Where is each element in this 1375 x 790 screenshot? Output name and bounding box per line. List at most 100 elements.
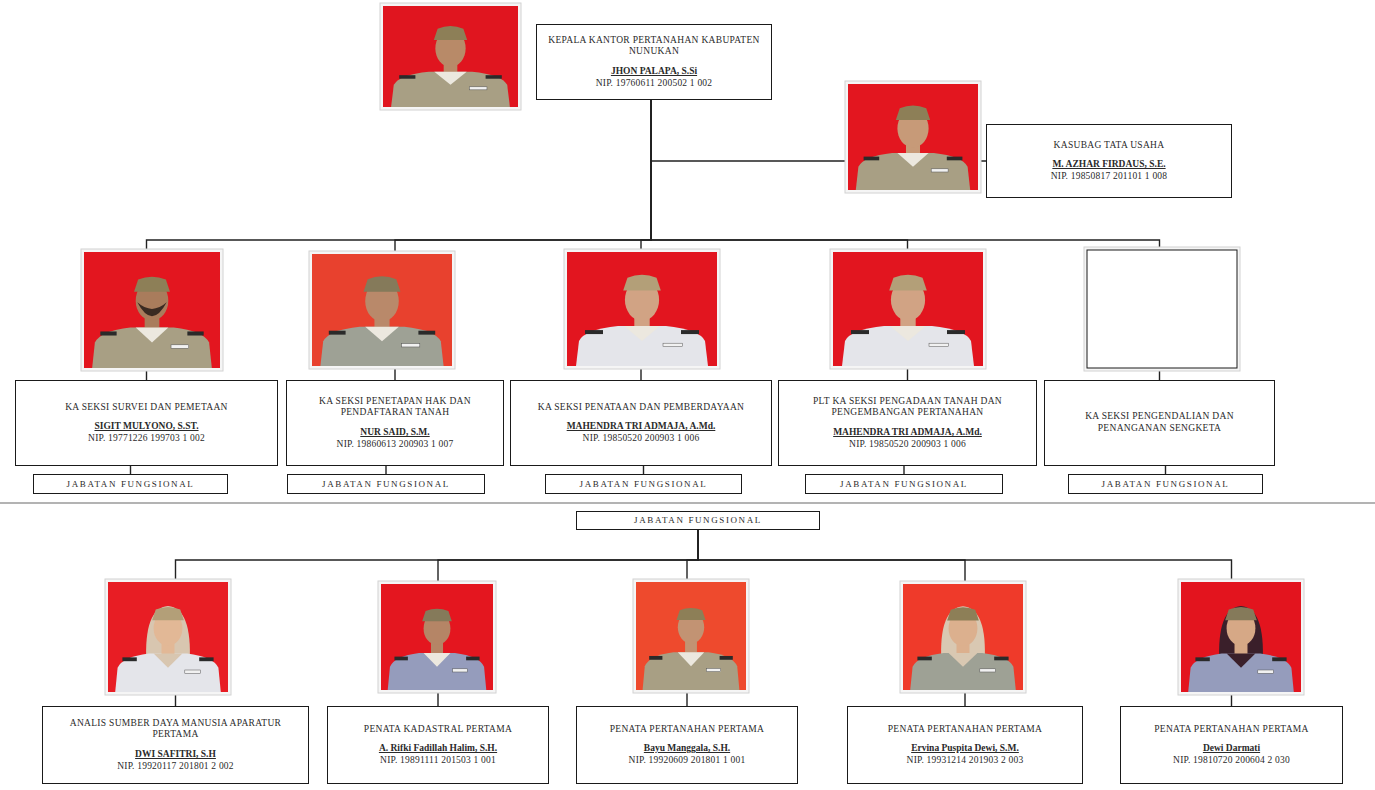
org-connector bbox=[698, 530, 1232, 706]
org-connector bbox=[643, 466, 644, 474]
section-box: KA SEKSI PENETAPAN HAK DAN PENDAFTARAN T… bbox=[286, 380, 504, 466]
photo-frame bbox=[1178, 579, 1304, 695]
function-box: JABATAN FUNGSIONAL bbox=[1068, 474, 1263, 494]
garrison-cap bbox=[896, 106, 930, 120]
position-title: JABATAN FUNGSIONAL bbox=[1102, 479, 1230, 490]
photo-frame bbox=[845, 81, 981, 193]
position-title: KASUBAG TATA USAHA bbox=[1054, 140, 1165, 152]
employee-id: NIP. 19771226 199703 1 002 bbox=[88, 433, 205, 445]
photo-frame bbox=[564, 249, 720, 369]
official-name: SIGIT MULYONO, S.ST. bbox=[94, 421, 198, 433]
section-box: KA SEKSI PENGENDALIAN DAN PENANGANAN SEN… bbox=[1044, 380, 1275, 466]
collar bbox=[365, 327, 399, 342]
portrait-photo bbox=[633, 579, 749, 693]
function-box: JABATAN FUNGSIONAL bbox=[576, 511, 820, 530]
org-connector bbox=[903, 466, 904, 474]
collar bbox=[949, 653, 978, 667]
epaulette bbox=[681, 330, 699, 334]
position-title: JABATAN FUNGSIONAL bbox=[840, 479, 968, 490]
photo-frame bbox=[1084, 247, 1240, 371]
position-title: JABATAN FUNGSIONAL bbox=[634, 515, 762, 526]
photo-background bbox=[381, 584, 493, 690]
collar bbox=[890, 326, 926, 341]
name-tag bbox=[171, 345, 189, 348]
official-name: M. AZHAR FIRDAUS, S.E. bbox=[1052, 159, 1165, 171]
uniform bbox=[391, 72, 510, 107]
position-title: PENATA PERTANAHAN PERTAMA bbox=[1154, 724, 1309, 736]
garrison-cap bbox=[947, 607, 979, 620]
org-connector bbox=[1165, 466, 1166, 474]
garrison-cap bbox=[434, 26, 467, 40]
employee-id: NIP. 19920609 201801 1 001 bbox=[629, 755, 746, 767]
uniform bbox=[842, 326, 974, 366]
employee-id: NIP. 19920117 201801 2 002 bbox=[117, 761, 233, 773]
garrison-cap bbox=[134, 277, 170, 292]
uniform bbox=[910, 653, 1016, 690]
epaulette bbox=[418, 331, 435, 335]
portrait-photo bbox=[1178, 579, 1304, 695]
epaulette bbox=[187, 331, 203, 335]
uniform bbox=[92, 327, 212, 368]
collar bbox=[424, 653, 451, 667]
position-title: KA SEKSI PENGENDALIAN DAN PENANGANAN SEN… bbox=[1053, 411, 1266, 434]
photo-background bbox=[636, 582, 746, 690]
position-box: KASUBAG TATA USAHA M. AZHAR FIRDAUS, S.E.… bbox=[986, 124, 1232, 198]
uniform bbox=[388, 653, 487, 690]
name-tag bbox=[453, 669, 468, 672]
epaulette bbox=[947, 157, 963, 161]
position-title: JABATAN FUNGSIONAL bbox=[322, 479, 450, 490]
garrison-cap bbox=[422, 609, 452, 621]
function-box: JABATAN FUNGSIONAL bbox=[33, 474, 228, 494]
epaulette bbox=[394, 657, 407, 661]
divider-rule bbox=[0, 502, 1375, 504]
staff-box: PENATA PERTANAHAN PERTAMADewi DarmatiNIP… bbox=[1120, 706, 1343, 784]
collar bbox=[136, 327, 169, 342]
org-connector bbox=[176, 530, 699, 706]
official-name: Dewi Darmati bbox=[1203, 743, 1260, 755]
portrait-photo bbox=[900, 581, 1026, 693]
name-tag bbox=[1258, 670, 1274, 673]
garrison-cap bbox=[1225, 607, 1257, 620]
official-name: NUR SAID, S.M. bbox=[360, 427, 429, 439]
photo-background bbox=[312, 254, 452, 366]
epaulette bbox=[1195, 657, 1209, 661]
photo-background bbox=[1181, 582, 1301, 692]
epaulette bbox=[917, 657, 931, 661]
name-tag bbox=[929, 343, 949, 346]
org-connector bbox=[385, 466, 386, 474]
name-tag bbox=[706, 668, 720, 671]
photo-placeholder bbox=[1087, 250, 1237, 368]
employee-id: NIP. 19850817 201101 1 008 bbox=[1051, 171, 1167, 183]
epaulette bbox=[329, 331, 346, 335]
position-title: KA SEKSI PENETAPAN HAK DAN PENDAFTARAN T… bbox=[295, 396, 495, 419]
portrait-photo bbox=[105, 579, 231, 695]
beard bbox=[137, 302, 166, 316]
official-name: MAHENDRA TRI ADMAJA, A.Md. bbox=[567, 421, 716, 433]
employee-id: NIP. 19931214 201903 2 003 bbox=[907, 755, 1024, 767]
photo-frame bbox=[380, 3, 521, 110]
employee-id: NIP. 19850520 200903 1 006 bbox=[583, 433, 700, 445]
portrait-photo bbox=[309, 251, 455, 369]
photo-frame bbox=[900, 581, 1026, 693]
collar bbox=[154, 654, 183, 668]
epaulette bbox=[1272, 657, 1286, 661]
position-title: KA SEKSI PENATAAN DAN PEMBERDAYAAN bbox=[538, 402, 745, 414]
staff-box: PENATA PERTANAHAN PERTAMAErvina Puspita … bbox=[847, 706, 1083, 784]
official-name: MAHENDRA TRI ADMAJA, A.Md. bbox=[833, 427, 982, 439]
photo-background bbox=[833, 252, 983, 366]
staff-box: PENATA PERTANAHAN PERTAMABayu Manggala, … bbox=[576, 706, 798, 784]
photo-background bbox=[108, 582, 228, 692]
collar bbox=[678, 652, 704, 666]
photo-frame bbox=[105, 579, 231, 695]
position-title: KEPALA KANTOR PERTANAHAN KABUPATEN NUNUK… bbox=[545, 35, 763, 58]
position-title: PENATA PERTANAHAN PERTAMA bbox=[610, 724, 765, 736]
staff-box: PENATA KADASTRAL PERTAMAA. Rifki Fadilla… bbox=[327, 706, 549, 784]
official-name: A. Rifki Fadillah Halim, S.H. bbox=[379, 743, 497, 755]
name-tag bbox=[185, 670, 201, 673]
collar bbox=[897, 153, 928, 167]
garrison-cap bbox=[364, 276, 401, 292]
function-box: JABATAN FUNGSIONAL bbox=[545, 474, 742, 494]
garrison-cap bbox=[623, 275, 661, 291]
function-box: JABATAN FUNGSIONAL bbox=[805, 474, 1003, 494]
collar bbox=[434, 72, 466, 85]
